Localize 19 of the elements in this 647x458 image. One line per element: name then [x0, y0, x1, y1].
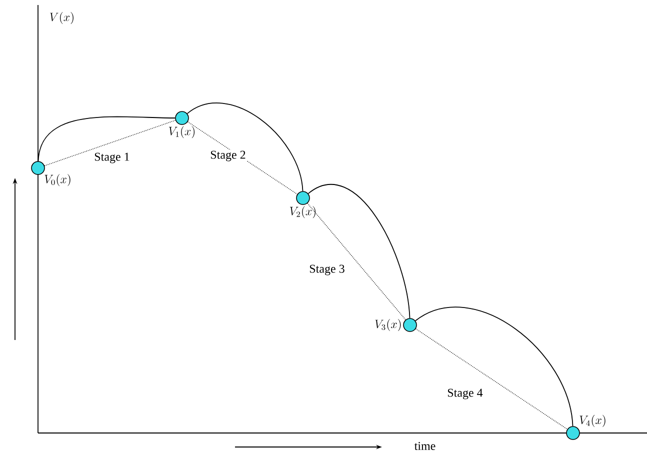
edge-label: Stage 3 [308, 264, 346, 276]
arc [38, 116, 176, 162]
edge-label: Stage 2 [209, 150, 247, 162]
edge-label: Stage 4 [446, 388, 484, 400]
node-label: $V_4(x)$ [580, 414, 606, 427]
edge-label: Stage 1 [93, 152, 131, 164]
arc [186, 102, 304, 192]
axis-label: time [414, 442, 436, 450]
arc [308, 184, 410, 319]
stage-line [307, 202, 406, 320]
arc [415, 307, 574, 427]
node-label: $V_2(x)$ [290, 206, 316, 218]
node-label: $V_3(x)$ [375, 319, 401, 332]
node-label: $V_1(x)$ [168, 126, 195, 138]
node-label: $V_0(x)$ [44, 174, 70, 186]
stage-line [415, 328, 568, 430]
axis-label: $V(x)$ [50, 12, 74, 24]
stage-line [44, 120, 176, 166]
stage-line [187, 121, 298, 195]
